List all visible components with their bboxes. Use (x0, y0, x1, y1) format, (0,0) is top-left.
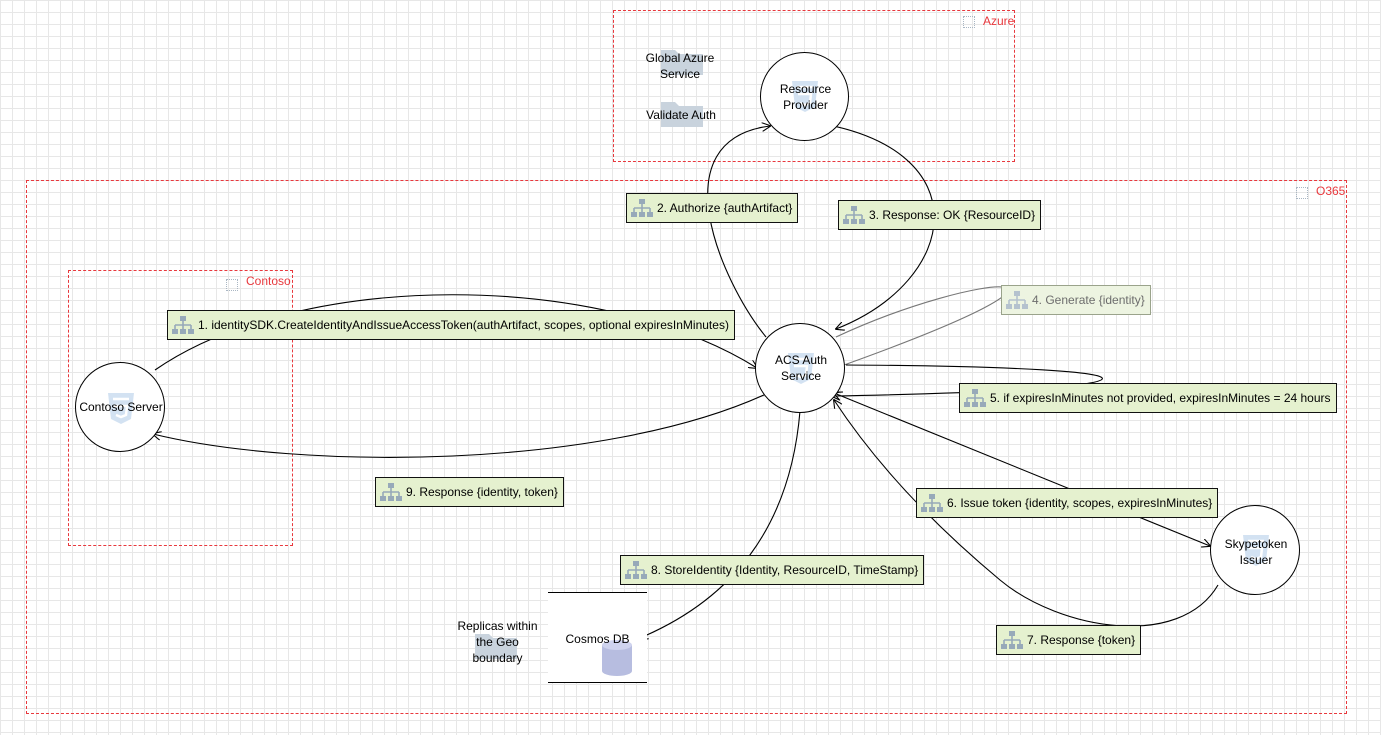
flow-label-2-text: 2. Authorize {authArtifact} (657, 201, 793, 215)
flow-label-3[interactable]: 3. Response: OK {ResourceID} (838, 200, 1042, 230)
skypetoken-issuer-label: Skypetoken Issuer (1224, 537, 1288, 567)
flow-icon (625, 561, 647, 579)
flow-9-line (153, 393, 767, 458)
flow-icon (380, 483, 402, 501)
flow-label-9[interactable]: 9. Response {identity, token} (375, 477, 564, 507)
flow-7-line (834, 400, 1219, 627)
folder-icon (661, 50, 703, 75)
flow-label-1[interactable]: 1. identitySDK.CreateIdentityAndIssueAcc… (167, 310, 735, 340)
flow-label-8-text: 8. StoreIdentity {Identity, ResourceID, … (651, 563, 919, 577)
flow-label-7-text: 7. Response {token} (1027, 633, 1136, 647)
flow-icon (631, 199, 653, 217)
azure-boundary[interactable] (613, 10, 1015, 162)
flow-label-5[interactable]: 5. if expiresInMinutes not provided, exp… (959, 383, 1337, 413)
cosmos-db-datastore[interactable]: Cosmos DB (548, 592, 647, 683)
contoso-boundary-title: Contoso (246, 274, 291, 288)
flow-6-line (834, 393, 1210, 546)
flow-label-9-text: 9. Response {identity, token} (406, 485, 558, 499)
flow-label-4-text: 4. Generate {identity} (1032, 293, 1145, 307)
flow-8-line (640, 410, 801, 638)
validate-auth[interactable]: Validate Auth (646, 108, 716, 122)
html5-icon (108, 393, 134, 424)
azure-boundary-title: Azure (983, 14, 1015, 28)
o365-boundary[interactable] (26, 180, 1347, 714)
html5-icon (792, 81, 818, 112)
flow-2-line (707, 126, 770, 338)
contoso-server-process[interactable]: Contoso Server (75, 362, 165, 452)
resource-provider-label: Resource Provider (779, 82, 832, 112)
boundary-icon (1296, 187, 1308, 199)
acs-auth-service-label: ACS Auth Service (774, 353, 828, 383)
flow-icon (964, 389, 986, 407)
flow-icon (172, 316, 194, 334)
flow-label-6-text: 6. Issue token {identity, scopes, expire… (947, 496, 1213, 510)
database-icon (602, 640, 632, 676)
contoso-boundary[interactable] (68, 270, 293, 546)
flow-label-3-text: 3. Response: OK {ResourceID} (869, 208, 1036, 222)
flow-label-1-text: 1. identitySDK.CreateIdentityAndIssueAcc… (198, 318, 729, 332)
global-azure-service[interactable]: Global Azure Service (645, 51, 715, 81)
boundary-icon (963, 16, 975, 28)
replicas-entity[interactable]: Replicas within the Geo boundary (457, 619, 538, 665)
flow-label-2[interactable]: 2. Authorize {authArtifact} (626, 193, 799, 223)
folder-icon (661, 102, 703, 127)
acs-auth-service-process[interactable]: ACS Auth Service (755, 323, 845, 413)
flow-label-6[interactable]: 6. Issue token {identity, scopes, expire… (916, 488, 1219, 518)
boundary-icon (226, 279, 238, 291)
skypetoken-issuer-process[interactable]: Skypetoken Issuer (1210, 505, 1300, 595)
html5-icon (1243, 535, 1269, 566)
resource-provider-process[interactable]: Resource Provider (760, 52, 849, 141)
flow-label-8[interactable]: 8. StoreIdentity {Identity, ResourceID, … (620, 555, 925, 585)
flow-label-5-text: 5. if expiresInMinutes not provided, exp… (990, 391, 1331, 405)
flow-icon (921, 494, 943, 512)
flow-icon (1001, 631, 1023, 649)
flow-4-line (830, 286, 1009, 370)
flow-icon (1006, 291, 1028, 309)
o365-boundary-title: O365 (1316, 184, 1346, 198)
flow-icon (843, 206, 865, 224)
contoso-server-label: Contoso Server (79, 400, 163, 414)
folder-icon (475, 634, 517, 659)
html5-icon (788, 353, 814, 384)
flow-label-4[interactable]: 4. Generate {identity} (1001, 285, 1151, 315)
flow-label-7[interactable]: 7. Response {token} (996, 625, 1142, 655)
cosmos-db-label: Cosmos DB (565, 632, 630, 646)
